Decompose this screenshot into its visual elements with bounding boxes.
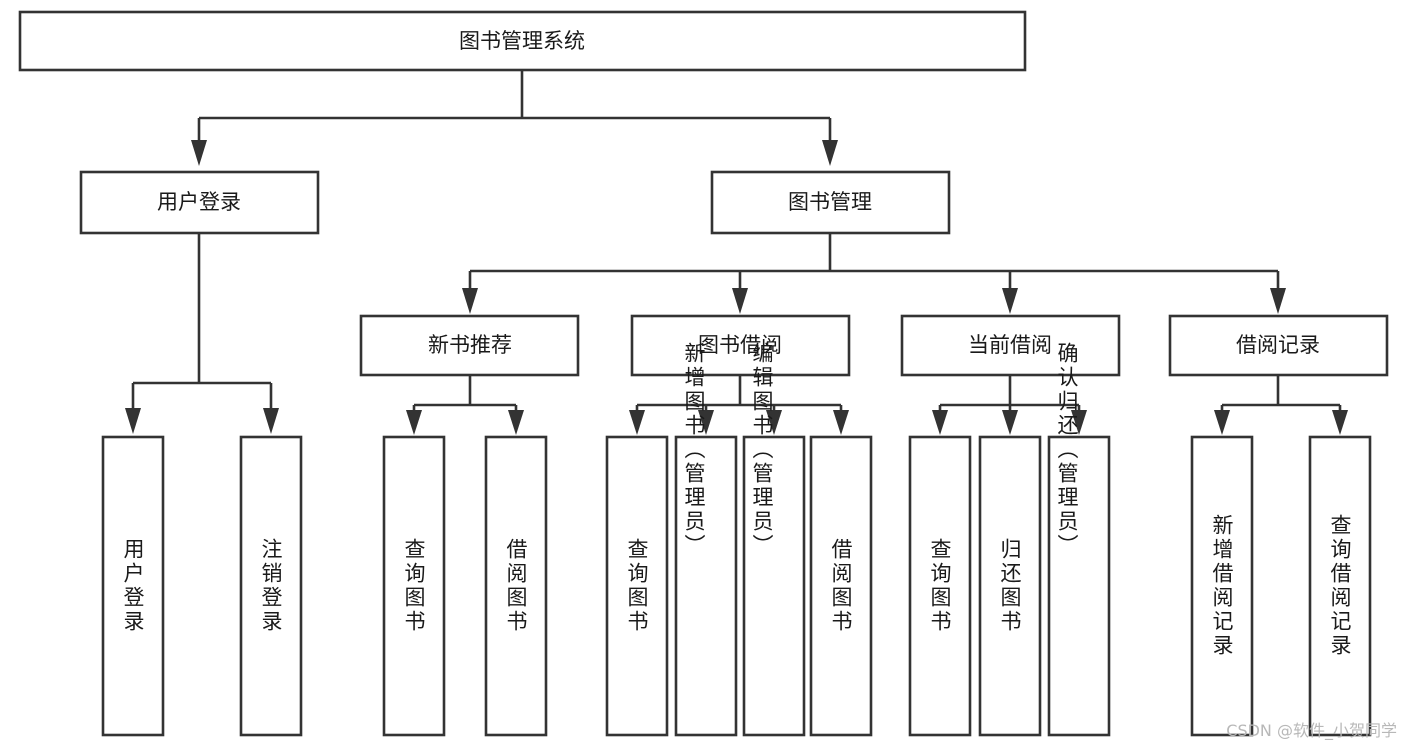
node-current-borrow-box[interactable] bbox=[900, 314, 1121, 377]
leaf-borrow-3-label: 编辑图书（管理员） bbox=[750, 342, 774, 558]
leaf-current-3-box[interactable] bbox=[1047, 435, 1111, 737]
arrow-record-leaf-2 bbox=[1332, 410, 1348, 435]
node-book-borrow-label: 图书借阅 bbox=[698, 333, 782, 357]
leaf-record-1-box[interactable] bbox=[1190, 435, 1254, 737]
leaf-borrow-2-box[interactable] bbox=[674, 435, 738, 737]
leaf-user-login-1-label: 用户登录 bbox=[121, 538, 145, 634]
node-borrow-record-box[interactable] bbox=[1168, 314, 1389, 377]
node-borrow-record-label: 借阅记录 bbox=[1236, 333, 1320, 357]
node-book-borrow[interactable]: 图书借阅 bbox=[630, 314, 851, 377]
arrow-borrow-leaf-2 bbox=[698, 410, 714, 435]
leaf-record-2-label: 查询借阅记录 bbox=[1328, 514, 1352, 658]
leaf-borrow-3[interactable]: 编辑图书（管理员） bbox=[742, 342, 806, 737]
leaf-current-1-box[interactable] bbox=[908, 435, 972, 737]
node-book-borrow-box[interactable] bbox=[630, 314, 851, 377]
node-root-box[interactable] bbox=[18, 10, 1027, 72]
leaf-user-login-2-label: 注销登录 bbox=[259, 538, 283, 634]
leaf-recommend-1-box[interactable] bbox=[382, 435, 446, 737]
leaf-recommend-2-label: 借阅图书 bbox=[504, 538, 528, 634]
arrow-to-book-manage bbox=[822, 140, 838, 166]
arrow-borrow-leaf-4 bbox=[833, 410, 849, 435]
leaf-borrow-4-label: 借阅图书 bbox=[829, 538, 853, 634]
leaf-record-1[interactable]: 新增借阅记录 bbox=[1190, 435, 1254, 737]
arrow-level3-3 bbox=[1002, 288, 1018, 314]
leaf-user-login-1-box[interactable] bbox=[101, 435, 165, 737]
node-book-manage-box[interactable] bbox=[710, 170, 951, 235]
node-current-borrow-label: 当前借阅 bbox=[968, 333, 1052, 357]
leaf-borrow-4-box[interactable] bbox=[809, 435, 873, 737]
arrow-record-leaf-1 bbox=[1214, 410, 1230, 435]
leaf-borrow-1-label: 查询图书 bbox=[625, 538, 649, 634]
node-current-borrow[interactable]: 当前借阅 bbox=[900, 314, 1121, 377]
leaf-current-1[interactable]: 查询图书 bbox=[908, 435, 972, 737]
node-user-login-box[interactable] bbox=[79, 170, 320, 235]
node-user-login-label: 用户登录 bbox=[157, 190, 241, 214]
node-user-login[interactable]: 用户登录 bbox=[79, 170, 320, 235]
arrow-recommend-leaf-1 bbox=[406, 410, 422, 435]
arrow-recommend-leaf-2 bbox=[508, 410, 524, 435]
arrow-current-leaf-2 bbox=[1002, 410, 1018, 435]
node-borrow-record[interactable]: 借阅记录 bbox=[1168, 314, 1389, 377]
leaf-user-login-1[interactable]: 用户登录 bbox=[101, 435, 165, 737]
leaf-record-2[interactable]: 查询借阅记录 bbox=[1308, 435, 1372, 737]
arrow-userlogin-leaf-1 bbox=[125, 408, 141, 434]
leaf-current-2-box[interactable] bbox=[978, 435, 1042, 737]
arrow-level3-2 bbox=[732, 288, 748, 314]
leaf-current-3[interactable]: 确认归还（管理员） bbox=[1047, 342, 1111, 737]
leaf-user-login-2-box[interactable] bbox=[239, 435, 303, 737]
leaf-record-1-label: 新增借阅记录 bbox=[1210, 514, 1234, 658]
leaf-current-1-label: 查询图书 bbox=[928, 538, 952, 634]
leaf-borrow-2-label: 新增图书（管理员） bbox=[682, 342, 706, 558]
leaf-borrow-2[interactable]: 新增图书（管理员） bbox=[674, 342, 738, 737]
leaf-borrow-3-box[interactable] bbox=[742, 435, 806, 737]
leaf-current-2[interactable]: 归还图书 bbox=[978, 435, 1042, 737]
arrow-current-leaf-3 bbox=[1071, 410, 1087, 435]
leaf-recommend-1[interactable]: 查询图书 bbox=[382, 435, 446, 737]
leaf-recommend-2-box[interactable] bbox=[484, 435, 548, 737]
arrow-current-leaf-1 bbox=[932, 410, 948, 435]
leaf-borrow-1[interactable]: 查询图书 bbox=[605, 435, 669, 737]
node-book-manage-label: 图书管理 bbox=[788, 190, 872, 214]
arrow-userlogin-leaf-2 bbox=[263, 408, 279, 434]
arrow-borrow-leaf-3 bbox=[766, 410, 782, 435]
node-new-book-recommend-box[interactable] bbox=[359, 314, 580, 377]
node-root[interactable]: 图书管理系统 bbox=[18, 10, 1027, 72]
edges-layer bbox=[125, 70, 1348, 435]
arrow-to-user-login bbox=[191, 140, 207, 166]
leaf-recommend-1-label: 查询图书 bbox=[402, 538, 426, 634]
leaf-borrow-1-box[interactable] bbox=[605, 435, 669, 737]
leaf-user-login-2[interactable]: 注销登录 bbox=[239, 435, 303, 737]
arrow-level3-1 bbox=[462, 288, 478, 314]
leaf-borrow-4[interactable]: 借阅图书 bbox=[809, 435, 873, 737]
node-root-label: 图书管理系统 bbox=[459, 29, 585, 53]
leaf-recommend-2[interactable]: 借阅图书 bbox=[484, 435, 548, 737]
node-new-book-recommend-label: 新书推荐 bbox=[428, 333, 512, 357]
arrow-borrow-leaf-1 bbox=[629, 410, 645, 435]
node-new-book-recommend[interactable]: 新书推荐 bbox=[359, 314, 580, 377]
leaf-record-2-box[interactable] bbox=[1308, 435, 1372, 737]
node-book-manage[interactable]: 图书管理 bbox=[710, 170, 951, 235]
leaf-current-3-label: 确认归还（管理员） bbox=[1055, 342, 1079, 558]
arrow-level3-4 bbox=[1270, 288, 1286, 314]
csdn-watermark: CSDN @软件_小贺同学 bbox=[1226, 721, 1397, 740]
leaf-current-2-label: 归还图书 bbox=[998, 538, 1022, 634]
